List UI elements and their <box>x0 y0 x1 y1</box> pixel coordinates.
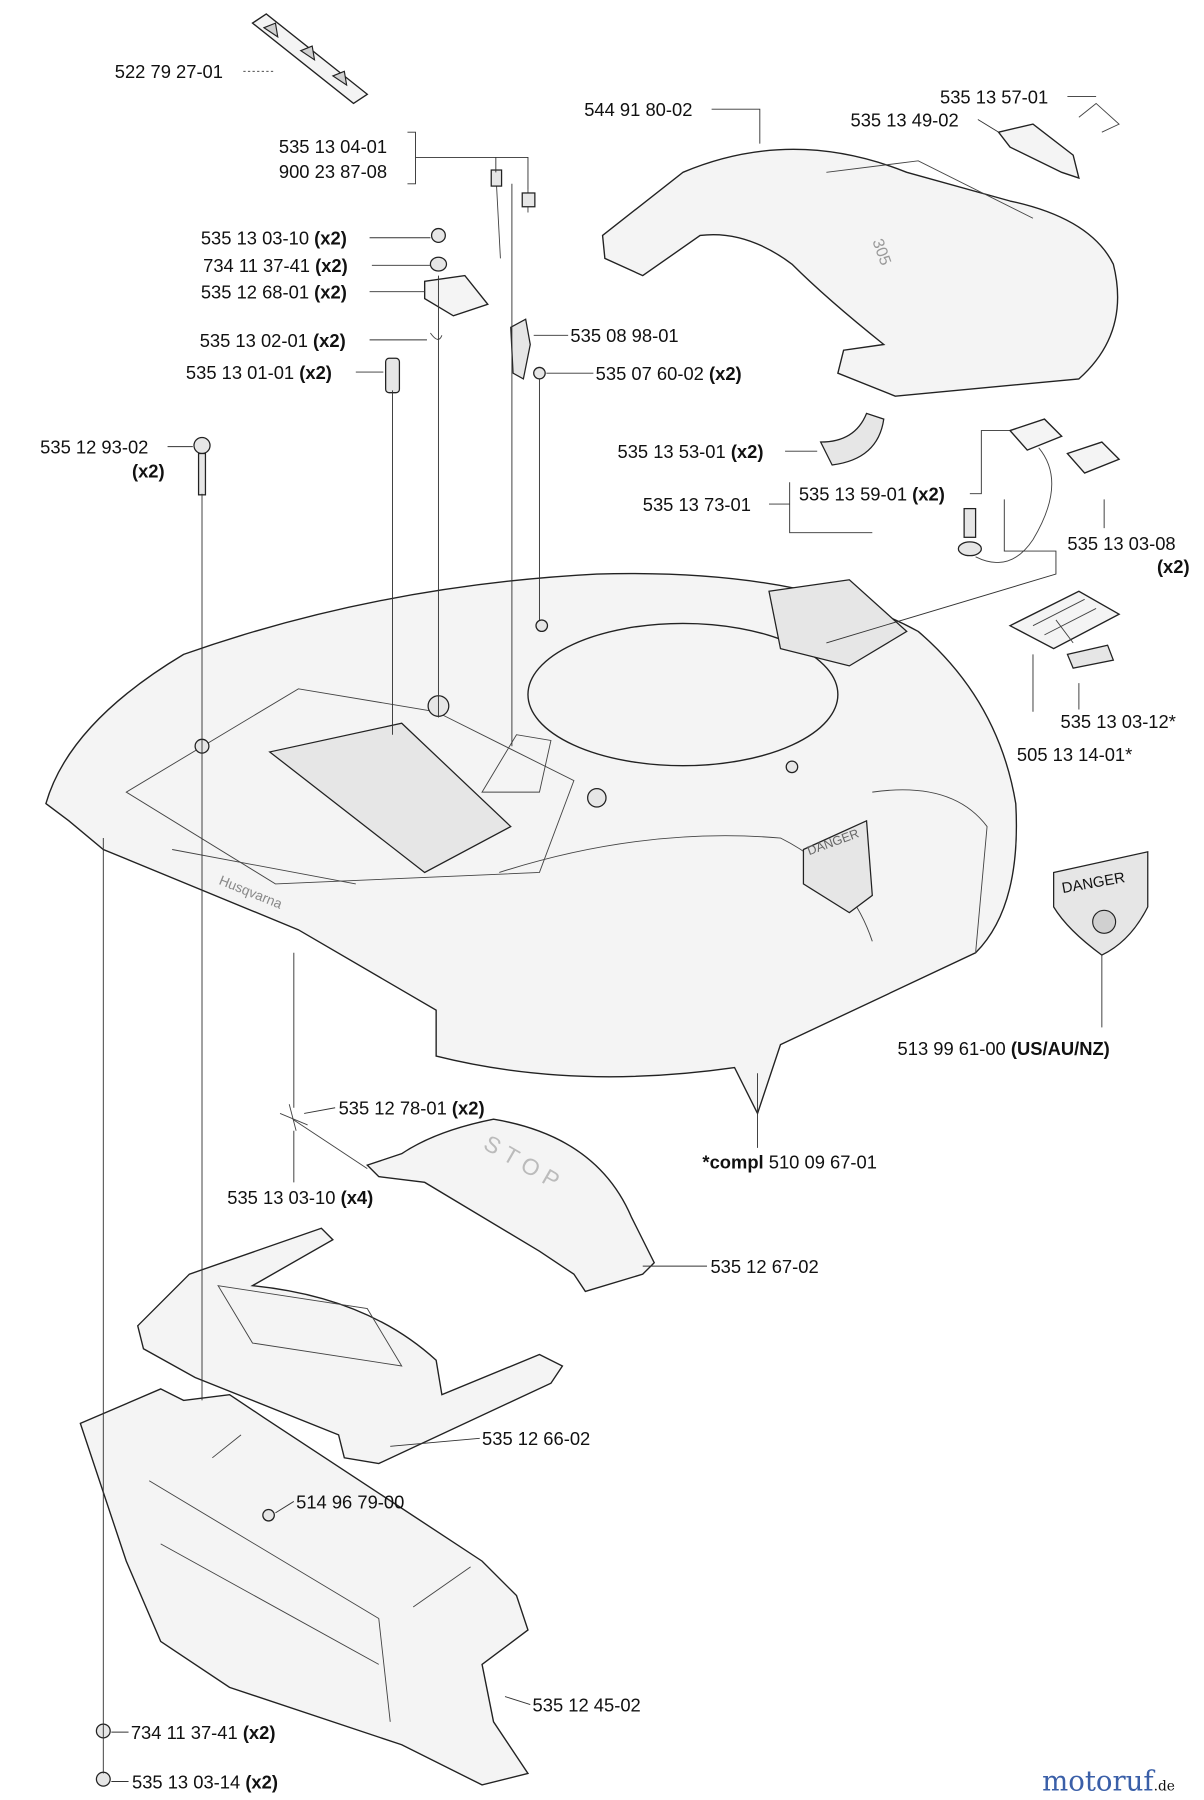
label-washer-a: 734 11 37-41 (x2) <box>203 255 348 276</box>
small-fasteners <box>193 169 546 496</box>
motoruf-logo: motoruf.de <box>1042 1766 1175 1798</box>
stop-cover-part: STOP <box>279 1104 656 1293</box>
front-bumper-part <box>79 1388 530 1786</box>
label-long-bolt-qty: (x2) <box>132 461 165 482</box>
label-coil-spring: 535 13 01-01 (x2) <box>186 362 332 383</box>
screw-f-shape <box>95 1771 111 1787</box>
label-screw-d: 535 13 03-12* <box>1061 711 1176 732</box>
hatch-part <box>997 102 1120 180</box>
label-hatch: 535 13 49-02 <box>850 109 958 130</box>
display-cover-part <box>136 1227 564 1465</box>
top-cover-part: 305 <box>601 148 1119 397</box>
label-screw-f: 535 13 03-14 (x2) <box>132 1771 278 1792</box>
label-top-cover: 544 91 80-02 <box>584 99 692 120</box>
label-holder: 535 08 98-01 <box>570 325 678 346</box>
label-clip: 900 23 87-08 <box>279 161 387 182</box>
hinge-arc-part <box>819 412 885 466</box>
label-stop-cover: 535 12 67-02 <box>710 1256 818 1277</box>
mower-body-part: Husqvarna DANGER <box>45 572 1018 1116</box>
danger-decal-part: DANGER <box>1053 851 1149 956</box>
label-display-cover: 535 12 66-02 <box>482 1428 590 1449</box>
decal-sticker-part <box>251 13 369 105</box>
label-bracket: 535 12 68-01 (x2) <box>201 282 347 303</box>
label-spring-clip: 535 13 02-01 (x2) <box>200 330 346 351</box>
label-danger-decal: 513 99 61-00 (US/AU/NZ) <box>898 1038 1110 1059</box>
label-screw-c-qty: (x2) <box>1157 556 1190 577</box>
label-spring: 535 13 57-01 <box>940 86 1048 107</box>
label-cable-tie: 535 13 04-01 <box>279 136 387 157</box>
label-screw-a: 535 13 03-10 (x2) <box>201 228 347 249</box>
label-hinge-clip: 535 12 78-01 (x2) <box>339 1098 485 1119</box>
label-hinge-arc: 535 13 53-01 (x2) <box>617 441 763 462</box>
label-washer-b: 734 11 37-41 (x2) <box>131 1722 276 1743</box>
label-decal-sticker: 522 79 27-01 <box>115 61 223 82</box>
sensor-plate-part <box>957 418 1121 564</box>
keypad-holder-part <box>1008 590 1121 669</box>
label-sensor-kit: 535 13 73-01 <box>643 494 751 515</box>
leader-lines <box>102 70 1105 1782</box>
nut-shape <box>262 1508 275 1522</box>
label-screw-b: 535 07 60-02 (x2) <box>596 363 742 384</box>
label-front-bumper: 535 12 45-02 <box>533 1694 641 1715</box>
label-body-complete: *compl 510 09 67-01 <box>702 1152 877 1173</box>
part-labels: 522 79 27-01 544 91 80-02 535 13 57-01 5… <box>40 61 1189 1792</box>
label-screw-e: 535 13 03-10 (x4) <box>227 1187 373 1208</box>
label-keypad-holder: 505 13 14-01* <box>1017 744 1132 765</box>
label-sensor-plate: 535 13 59-01 (x2) <box>799 484 945 505</box>
label-nut: 514 96 79-00 <box>296 1491 404 1512</box>
label-long-bolt: 535 12 93-02 <box>40 437 148 458</box>
label-screw-c: 535 13 03-08 <box>1067 533 1175 554</box>
